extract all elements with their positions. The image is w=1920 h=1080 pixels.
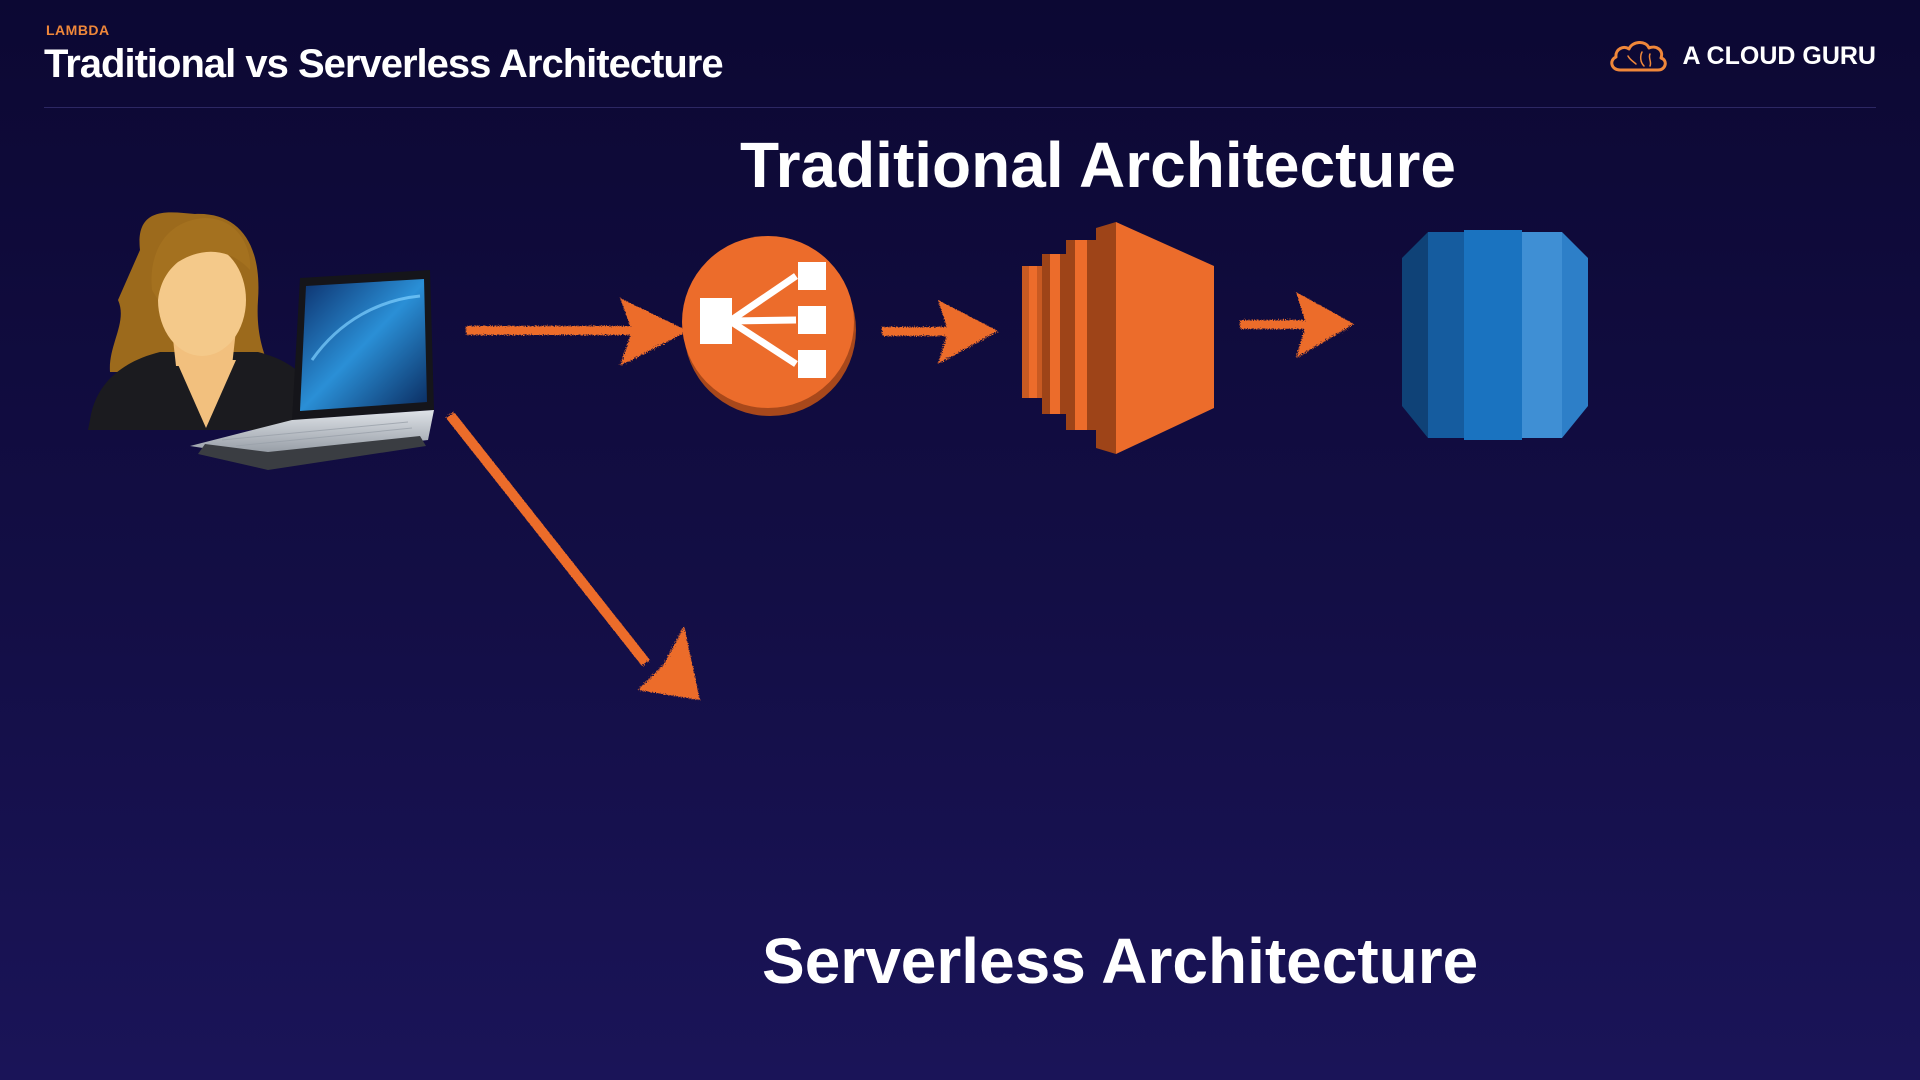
ec2-instance-icon [1022, 222, 1214, 454]
user-with-laptop-icon [88, 212, 434, 470]
section-eyebrow: LAMBDA [46, 22, 110, 38]
slide-title: Traditional vs Serverless Architecture [44, 42, 724, 86]
brand-name: A CLOUD GURU [1682, 41, 1876, 70]
header-divider [44, 107, 1876, 108]
arrow-load-balancer-to-ec2 [882, 300, 998, 364]
traditional-architecture-heading: Traditional Architecture [740, 129, 1456, 201]
load-balancer-icon [682, 236, 856, 416]
arrow-ec2-to-database [1240, 292, 1354, 358]
cloud-logo-icon [1610, 41, 1668, 72]
rds-database-icon [1402, 230, 1588, 440]
brand: A CLOUD GURU [1606, 36, 1876, 76]
arrow-user-to-load-balancer [466, 298, 688, 366]
arrow-user-to-serverless [446, 412, 700, 700]
serverless-architecture-heading: Serverless Architecture [762, 925, 1479, 997]
